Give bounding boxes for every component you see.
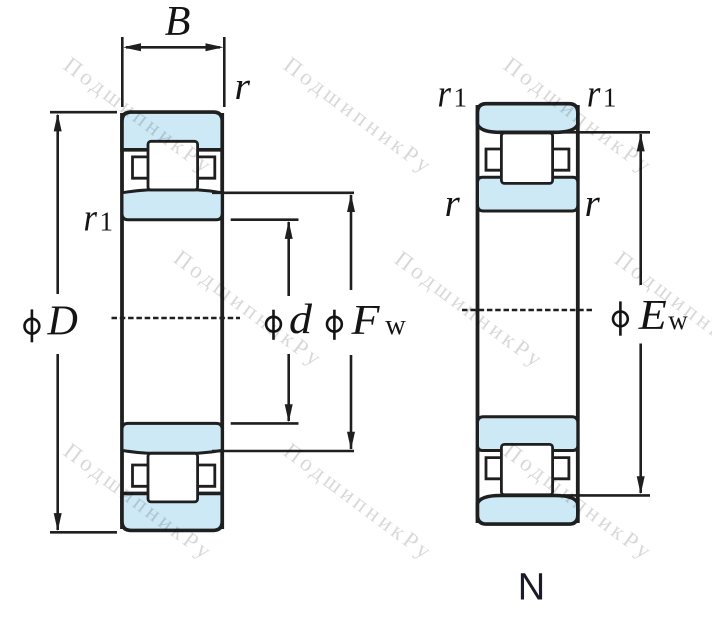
svg-text:r: r <box>585 182 601 225</box>
svg-text:1: 1 <box>100 206 114 236</box>
svg-text:1: 1 <box>454 82 468 112</box>
svg-text:r: r <box>84 196 98 239</box>
svg-text:E: E <box>638 293 667 339</box>
svg-text:r: r <box>235 65 251 108</box>
svg-text:w: w <box>668 305 688 335</box>
svg-text:F: F <box>350 298 379 344</box>
svg-text:B: B <box>165 0 191 45</box>
svg-text:d: d <box>289 297 313 343</box>
svg-text:r: r <box>587 72 601 115</box>
svg-text:r: r <box>445 182 461 225</box>
svg-text:1: 1 <box>603 82 617 112</box>
svg-text:N: N <box>518 566 545 608</box>
svg-text:w: w <box>385 310 406 341</box>
svg-text:r: r <box>438 72 452 115</box>
svg-text:D: D <box>47 299 78 345</box>
